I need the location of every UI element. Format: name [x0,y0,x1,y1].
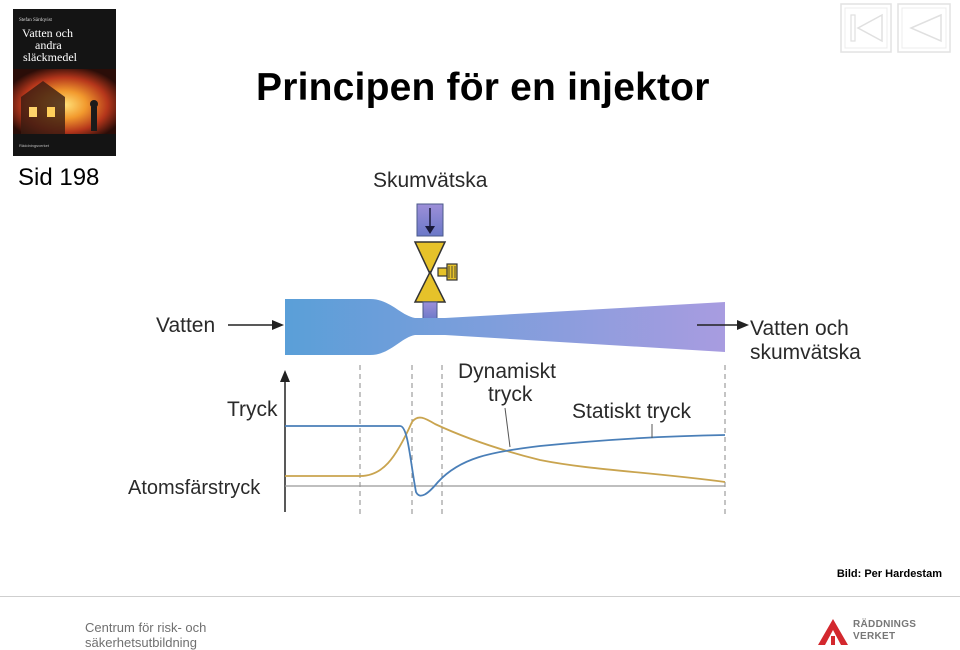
agency-logo: RÄDDNINGS VERKET [816,617,946,647]
book-author: Stefan Särdqvist [19,18,53,23]
pressure-axis-arrow [280,370,290,382]
play-back-icon [897,3,951,53]
dynamic-label-pointer [504,407,511,448]
valve-stem [422,301,438,321]
nav-prev-button[interactable] [897,3,951,53]
page-title: Principen för en injektor [256,66,710,109]
agency-logo-icon [818,619,848,645]
injector-diagram: Skumvätska Vatten Vatten och skumvätska [120,160,880,520]
static-pressure-curve [285,425,726,497]
atmospheric-label: Atomsfärstryck [128,477,261,499]
water-arrow-head [272,320,284,330]
footer-org-line2: säkerhetsutbildning [85,635,198,650]
static-pressure-label: Statiskt tryck [572,400,692,423]
dynamic-pressure-curve [285,416,726,483]
inlet-arrow-head [425,226,435,234]
agency-name-line1: RÄDDNINGS [853,619,917,630]
book-title-line2: andra [35,38,62,52]
dynamic-pressure-label-line1: Dynamiskt [458,360,556,383]
agency-name: RÄDDNINGS VERKET [853,619,916,643]
agency-name-line2: VERKET [853,631,896,642]
footer-organization: Centrum för risk- och säkerhetsutbildnin… [85,620,206,650]
outlet-arrow-head [737,320,749,330]
nav-first-button[interactable] [840,3,892,53]
pressure-axis-label: Tryck [227,398,278,421]
outlet-label-line2: skumvätska [750,341,861,364]
footer-org-line1: Centrum för risk- och [85,620,207,635]
book-cover: Stefan Särdqvist Vatten och andra släckm… [13,9,116,156]
foam-inlet-label: Skumvätska [373,169,488,192]
injector-pipe [285,299,725,355]
valve-icon [413,241,458,303]
book-publisher: Räddningsverket [19,143,50,148]
image-credit: Bild: Per Hardestam [836,568,942,580]
dynamic-pressure-label-line2: tryck [488,383,533,406]
book-title-line1: Vatten och [22,26,73,40]
book-title-line3: släckmedel [23,50,78,64]
water-inlet-label: Vatten [156,314,215,337]
page-reference: Sid 198 [18,164,100,191]
outlet-label-line1: Vatten och [750,317,849,340]
footer-divider [0,596,960,597]
skip-back-icon [840,3,892,53]
